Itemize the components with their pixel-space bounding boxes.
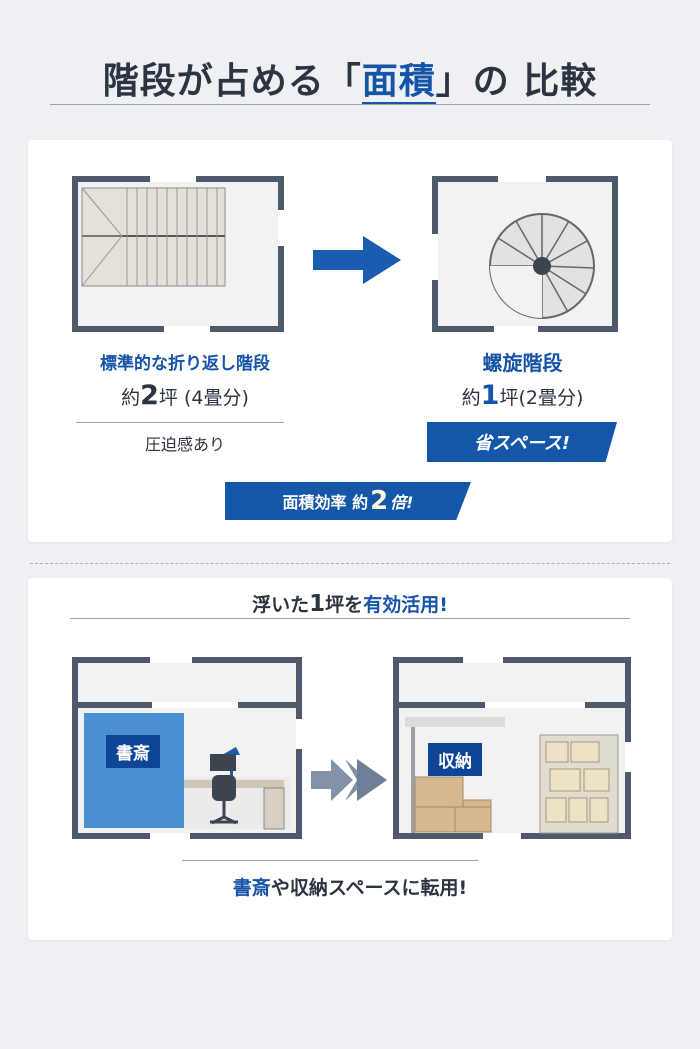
title-text: 階段が占める「 bbox=[102, 61, 362, 102]
heading-highlight: 有効活用! bbox=[363, 594, 448, 616]
area-unit: 坪 bbox=[499, 387, 519, 409]
area-prefix: 約 bbox=[121, 387, 141, 409]
spiral-stair-label: 螺旋階段 bbox=[482, 351, 563, 375]
section-divider bbox=[30, 563, 670, 564]
heading-text: 浮いた bbox=[252, 594, 310, 616]
double-arrow-icon bbox=[311, 759, 387, 801]
page-title: 階段が占める「面積」の 比較 bbox=[0, 52, 700, 105]
area-note: (2畳分) bbox=[518, 387, 584, 409]
area-number: 1 bbox=[480, 380, 500, 411]
usage-footer: 書斎や収納スペースに転用! bbox=[0, 873, 700, 900]
space-saving-badge: 省スペース! bbox=[427, 422, 617, 462]
storage-label: 収納 bbox=[428, 743, 482, 776]
heading-number: 1 bbox=[309, 591, 326, 617]
title-divider bbox=[50, 104, 650, 105]
usage-divider bbox=[70, 618, 630, 619]
oppressive-note: 圧迫感あり bbox=[144, 435, 225, 454]
badge-text: 省スペース! bbox=[473, 433, 571, 454]
area-note: (4畳分) bbox=[183, 387, 249, 409]
area-prefix: 約 bbox=[461, 387, 481, 409]
heading-text-mid: 坪を bbox=[325, 594, 364, 616]
study-label: 書斎 bbox=[106, 735, 160, 768]
folded-stair-label: 標準的な折り返し階段 bbox=[100, 354, 270, 374]
title-highlight: 面積 bbox=[361, 61, 436, 105]
area-number: 2 bbox=[140, 380, 159, 411]
usage-heading: 浮いた1坪を有効活用! bbox=[0, 590, 700, 617]
title-text-end: 」の 比較 bbox=[435, 61, 598, 102]
footer-divider bbox=[182, 860, 478, 861]
footer-text: や収納スペースに転用! bbox=[270, 877, 468, 899]
folded-stair-area: 約2坪 (4畳分) bbox=[60, 380, 310, 411]
spiral-stair-area: 約1坪(2畳分) bbox=[420, 380, 625, 411]
efficiency-number: 2 bbox=[370, 486, 389, 516]
efficiency-prefix: 面積効率 約 bbox=[282, 493, 369, 512]
left-divider bbox=[76, 422, 284, 423]
folded-stair-floorplan bbox=[72, 176, 284, 332]
efficiency-suffix: 倍! bbox=[390, 493, 414, 512]
area-unit: 坪 bbox=[158, 387, 178, 409]
arrow-right-icon bbox=[313, 236, 401, 284]
spiral-stair-floorplan bbox=[432, 176, 618, 332]
footer-highlight: 書斎 bbox=[232, 877, 271, 899]
